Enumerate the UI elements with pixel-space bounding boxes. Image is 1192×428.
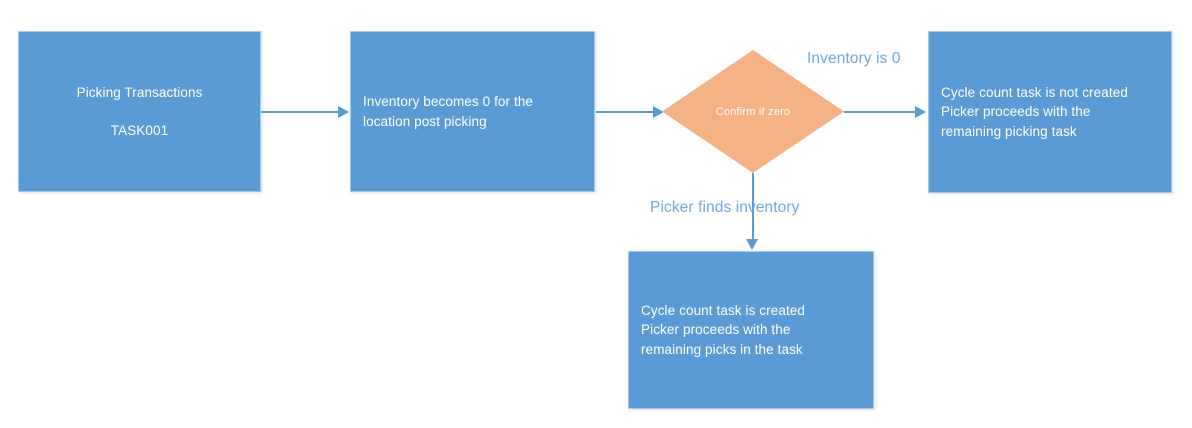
connector-decision-to-no-cycle-count (844, 111, 916, 113)
node-cycle-count-created-label: Cycle count task is created Picker proce… (641, 303, 806, 357)
arrowhead-down-icon (746, 239, 758, 250)
connector-picking-to-inventory (261, 111, 339, 113)
node-inventory-becomes-zero[interactable]: Inventory becomes 0 for the location pos… (350, 31, 595, 192)
node-confirm-if-zero[interactable]: Confirm if zero (662, 50, 844, 173)
arrowhead-right-icon (653, 106, 664, 118)
diamond-shape (662, 50, 844, 173)
connector-inventory-to-decision (596, 111, 654, 113)
node-no-cycle-count-task-label: Cycle count task is not created Picker p… (941, 85, 1128, 139)
arrowhead-right-icon (338, 106, 349, 118)
node-picking-transactions-label: Picking Transactions TASK001 (76, 84, 203, 139)
arrowhead-right-icon (915, 106, 926, 118)
edge-label-inventory-is-zero: Inventory is 0 (807, 50, 901, 67)
node-picking-transactions[interactable]: Picking Transactions TASK001 (18, 31, 261, 192)
edge-label-picker-finds-inventory: Picker finds inventory (650, 199, 800, 216)
node-cycle-count-created[interactable]: Cycle count task is created Picker proce… (628, 251, 874, 409)
node-no-cycle-count-task[interactable]: Cycle count task is not created Picker p… (928, 31, 1172, 193)
node-inventory-becomes-zero-label: Inventory becomes 0 for the location pos… (363, 94, 534, 129)
connector-decision-to-cycle-count (752, 173, 754, 241)
